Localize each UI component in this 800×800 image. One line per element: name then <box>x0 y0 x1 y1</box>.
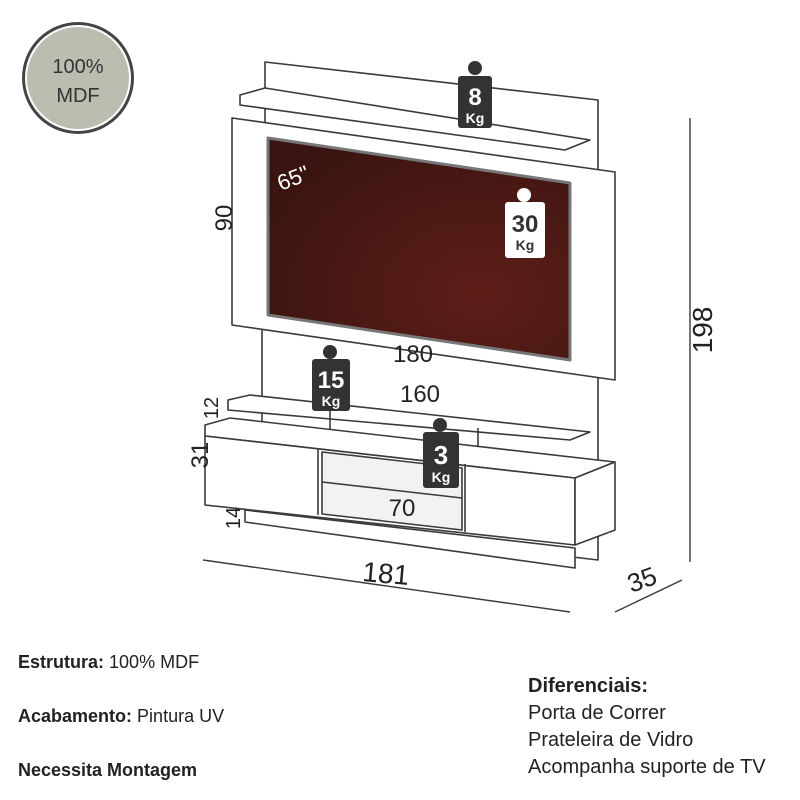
dim-total-width: 181 <box>361 556 410 591</box>
svg-text:Kg: Kg <box>322 393 341 409</box>
dim-niche-width: 70 <box>389 495 416 522</box>
spec-estrutura: Estrutura: 100% MDF <box>18 652 199 673</box>
svg-text:Kg: Kg <box>516 237 535 253</box>
spec-label: Acabamento: <box>18 706 133 726</box>
dim-rack-height: 31 <box>187 442 214 469</box>
dim-shelf-width: 160 <box>400 381 440 408</box>
weight-tag-30kg: 30 Kg <box>505 188 545 258</box>
svg-text:15: 15 <box>318 367 345 394</box>
weight-tag-15kg: 15 Kg <box>312 345 350 411</box>
badge-text-line1: 100% <box>52 56 103 78</box>
rack-base <box>244 509 576 569</box>
weight-tag-8kg: 8 Kg <box>458 61 492 128</box>
mdf-badge: 100% MDF <box>22 22 134 134</box>
svg-text:30: 30 <box>512 211 539 238</box>
glass-shelf <box>321 481 463 499</box>
differential-item: Prateleira de Vidro <box>528 729 694 751</box>
differentials-title: Diferenciais: <box>528 675 649 697</box>
differential-item: Acompanha suporte de TV <box>528 756 766 778</box>
badge-text-line2: MDF <box>56 85 99 107</box>
spec-value: 100% MDF <box>109 652 200 672</box>
spec-montagem: Necessita Montagem <box>18 760 197 781</box>
svg-text:3: 3 <box>434 440 448 470</box>
spec-value: Pintura UV <box>137 706 225 726</box>
differentials: Diferenciais: Porta de Correr Prateleira… <box>528 673 766 781</box>
dim-base-height: 14 <box>223 507 245 529</box>
dim-panel-width: 180 <box>393 341 433 368</box>
rack-side <box>574 461 616 546</box>
dim-total-height: 198 <box>687 307 718 354</box>
weight-tag-3kg: 3 Kg <box>423 418 459 488</box>
dimension-lines <box>202 118 691 613</box>
dim-shelf-height: 12 <box>201 397 223 419</box>
differential-item: Porta de Correr <box>528 702 666 724</box>
svg-text:Kg: Kg <box>432 469 451 485</box>
dim-panel-height: 90 <box>211 205 238 232</box>
svg-text:Kg: Kg <box>466 110 485 126</box>
spec-acabamento: Acabamento: Pintura UV <box>18 706 224 727</box>
furniture-outline <box>204 61 616 569</box>
svg-text:8: 8 <box>468 84 481 111</box>
tv-screen <box>266 136 572 362</box>
spec-label: Estrutura: <box>18 652 105 672</box>
spec-label: Necessita Montagem <box>18 760 198 780</box>
top-shelf <box>239 87 591 151</box>
